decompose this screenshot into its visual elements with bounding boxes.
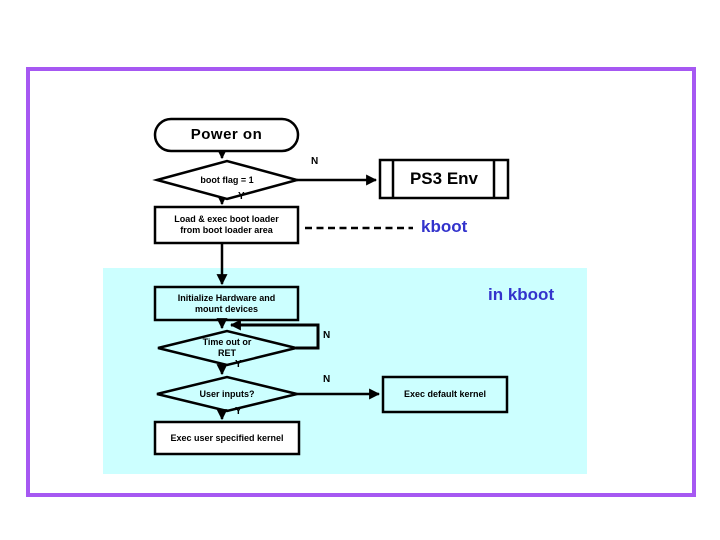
timeout-line1: Time out or <box>202 337 252 347</box>
node-exec-default-kernel <box>381 375 509 414</box>
exec-user-kernel-label: Exec user specified kernel <box>155 422 299 454</box>
node-power-on <box>153 117 300 153</box>
boot-flag-label: boot flag = 1 <box>157 161 297 199</box>
init-hardware-line1: Initialize Hardware and <box>177 292 276 303</box>
user-inputs-text: User inputs? <box>199 388 255 399</box>
load-boot-loader-label: Load & exec boot loader from boot loader… <box>155 207 298 243</box>
boot-flag-text: boot flag = 1 <box>200 174 254 185</box>
timeout-label: Time out or RET <box>158 331 296 365</box>
node-exec-user-kernel <box>153 420 301 456</box>
branch-timeout-no: N <box>323 330 331 341</box>
power-on-label: Power on <box>155 119 298 151</box>
timeout-line2: RET <box>218 348 236 358</box>
ps3-env-label: PS3 Env <box>381 160 507 198</box>
branch-user-inputs-no: N <box>323 374 331 385</box>
node-boot-flag-decision <box>152 159 302 201</box>
in-kboot-annotation: in kboot <box>488 285 555 304</box>
exec-default-kernel-text: Exec default kernel <box>403 389 487 399</box>
node-load-boot-loader <box>153 205 300 245</box>
branch-timeout-yes: Y <box>235 359 242 370</box>
exec-default-kernel-label: Exec default kernel <box>383 377 507 412</box>
edge-timeout-no-loop <box>229 319 320 350</box>
user-inputs-label: User inputs? <box>157 377 297 411</box>
init-hardware-label: Initialize Hardware and mount devices <box>155 287 298 320</box>
load-boot-loader-line1: Load & exec boot loader <box>174 214 279 224</box>
branch-boot-flag-no: N <box>311 156 319 167</box>
kboot-annotation: kboot <box>421 217 468 236</box>
exec-user-kernel-text: Exec user specified kernel <box>170 432 284 443</box>
branch-user-inputs-yes: Y <box>235 406 242 417</box>
branch-boot-flag-yes: Y <box>238 191 245 202</box>
node-timeout-decision <box>157 329 297 367</box>
node-user-inputs-decision <box>156 375 298 413</box>
init-hardware-line2: mount devices <box>194 303 259 314</box>
load-boot-loader-line2: from boot loader area <box>180 225 273 235</box>
ps3-env-text: PS3 Env <box>409 169 479 188</box>
power-on-text: Power on <box>190 126 263 143</box>
node-ps3-env <box>378 158 510 200</box>
node-init-hardware <box>153 285 300 322</box>
